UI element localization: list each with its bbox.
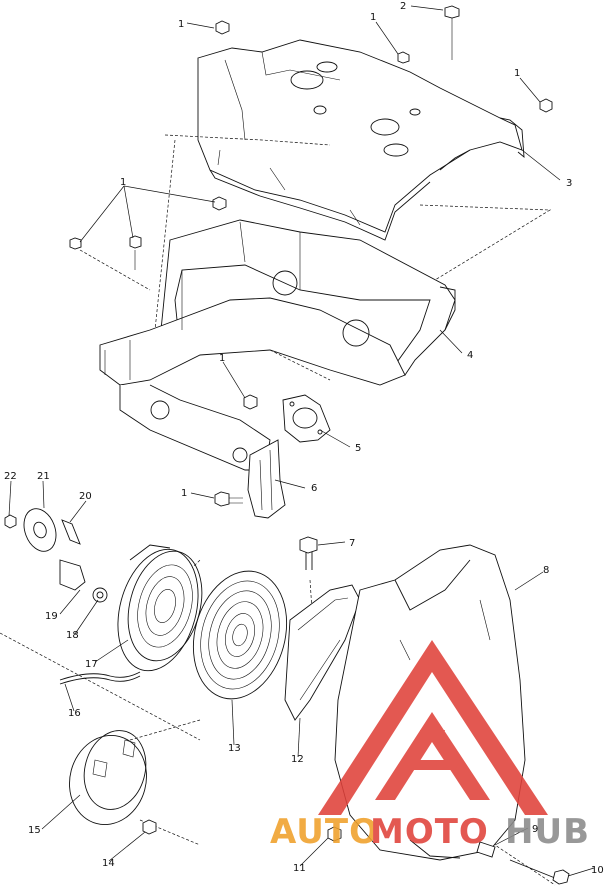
callout-9: 9 [532,824,538,835]
callout-17: 17 [85,659,98,670]
top-cover [197,39,525,241]
callout-6: 6 [311,483,317,494]
watermark-inner-icon [375,712,490,800]
starter-plate [284,584,361,721]
gasket [282,394,331,443]
callout-20: 20 [79,491,92,502]
callout-19: 19 [45,611,58,622]
callout-12: 12 [291,754,304,765]
watermark-text-auto: AUTO [270,812,379,852]
watermark-logo: AUTO MOTO HUB [270,640,590,852]
callout-1: 1 [178,19,184,30]
support-bracket [247,439,286,519]
callout-2: 2 [400,1,406,12]
watermark-bars-icon [405,730,460,770]
callout-1: 1 [181,488,187,499]
recoil-spring [192,570,288,700]
callout-7: 7 [349,538,355,549]
callout-3: 3 [566,178,572,189]
watermark-triangle-icon [318,640,548,815]
callout-13: 13 [228,743,241,754]
starter-pulley [59,544,203,685]
callout-5: 5 [355,443,361,454]
callout-21: 21 [37,471,50,482]
callout-4: 4 [467,350,473,361]
callout-1: 1 [514,68,520,79]
callout-18: 18 [66,630,79,641]
watermark-text-hub: HUB [505,812,590,852]
callout-10: 10 [591,865,604,876]
starter-cup [69,730,147,826]
leader-lines [8,5,595,877]
small-parts-left [4,508,108,603]
callout-8: 8 [543,565,549,576]
lower-bracket [99,219,456,471]
callout-14: 14 [102,858,115,869]
callout-15: 15 [28,825,41,836]
callout-1: 1 [120,177,126,188]
callout-22: 22 [4,471,17,482]
screws-bottom [142,819,570,885]
callouts: 1 1 2 1 3 1 4 1 5 1 6 22 21 20 7 8 19 18… [4,1,604,876]
screws [69,5,553,507]
callout-11: 11 [293,863,306,874]
callout-16: 16 [68,708,81,719]
bolt-7 [299,536,318,570]
watermark-text-moto: MOTO [370,812,489,852]
callout-1: 1 [370,12,376,23]
callout-1: 1 [219,353,225,364]
